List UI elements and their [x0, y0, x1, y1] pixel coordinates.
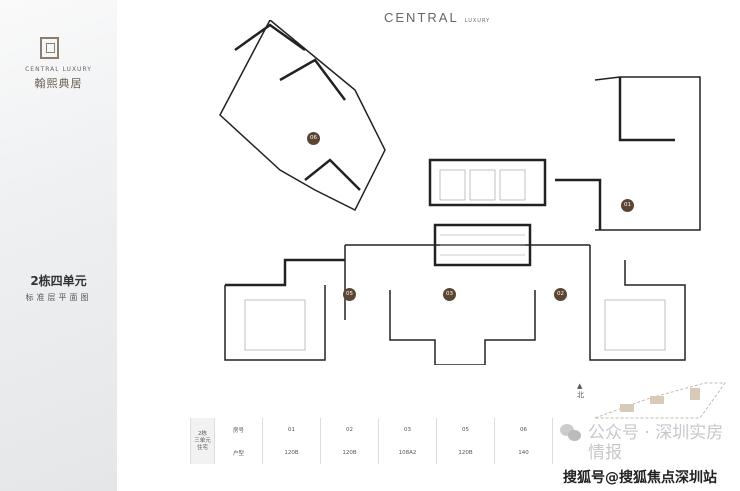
unit-label-01: 01	[621, 199, 634, 212]
cell-room: 02	[320, 418, 379, 441]
unit-01-outline	[594, 76, 701, 231]
site-map	[594, 382, 726, 419]
brand-name-en: CENTRAL LUXURY	[25, 66, 92, 73]
room	[604, 299, 666, 351]
unit-label-02: 02	[554, 288, 567, 301]
row-header-room: 房号	[214, 418, 263, 441]
cell-room: 06	[494, 418, 553, 441]
wall	[618, 77, 675, 142]
unit-label-03: 03	[443, 288, 456, 301]
unit-02-outline	[589, 260, 686, 361]
floor-plan	[219, 20, 701, 365]
cell-type: 108A2	[378, 441, 437, 464]
sidebar-panel: CENTRAL LUXURY 翰熙典居 2栋四单元 标准层平面图	[0, 0, 117, 491]
wall	[555, 178, 602, 230]
cell-room: 01	[262, 418, 321, 441]
site-building	[690, 388, 700, 400]
unit-subtitle: 标准层平面图	[25, 293, 92, 302]
wall	[304, 158, 361, 191]
wall	[279, 58, 346, 101]
header-logo: CENTRAL LUXURY	[384, 10, 490, 25]
cell-room: 03	[378, 418, 437, 441]
brand-name-cn: 翰熙典居	[34, 77, 83, 90]
unit-05-outline	[224, 285, 326, 361]
unit-table: 2栋三单元住宅 房号 01 02 03 05 06 户型 120B 120B 1…	[190, 418, 553, 464]
header-subtitle: LUXURY	[464, 18, 491, 24]
wechat-watermark: 公众号 · 深圳实房情报	[560, 423, 738, 463]
brand-logo	[40, 37, 59, 59]
unit-label-06: 06	[307, 132, 320, 145]
cell-type: 140	[494, 441, 553, 464]
table-corner: 2栋三单元住宅	[190, 418, 215, 464]
north-label: 北	[577, 391, 584, 399]
room	[244, 299, 306, 351]
elevator	[499, 169, 526, 201]
unit-label-05: 05	[343, 288, 356, 301]
unit-06-outline	[219, 20, 386, 212]
elevator	[469, 169, 496, 201]
wall	[234, 23, 306, 52]
cell-room: 05	[436, 418, 495, 441]
site-boundary	[594, 382, 726, 419]
site-building	[620, 404, 634, 412]
row-header-type: 户型	[214, 441, 263, 464]
site-building	[650, 396, 664, 404]
north-arrow-icon: ▲北	[577, 382, 584, 399]
unit-03-outline	[389, 290, 536, 365]
cell-type: 120B	[262, 441, 321, 464]
wall	[225, 258, 345, 287]
wechat-icon	[560, 424, 582, 442]
unit-title: 2栋四单元	[30, 274, 87, 288]
elevator	[439, 169, 466, 201]
header-title: CENTRAL	[384, 10, 459, 25]
cell-type: 120B	[320, 441, 379, 464]
wechat-watermark-text: 公众号 · 深圳实房情报	[588, 423, 724, 463]
sohu-watermark: 搜狐号@搜狐焦点深圳站	[563, 470, 717, 486]
core	[428, 158, 547, 207]
cell-type: 120B	[436, 441, 495, 464]
